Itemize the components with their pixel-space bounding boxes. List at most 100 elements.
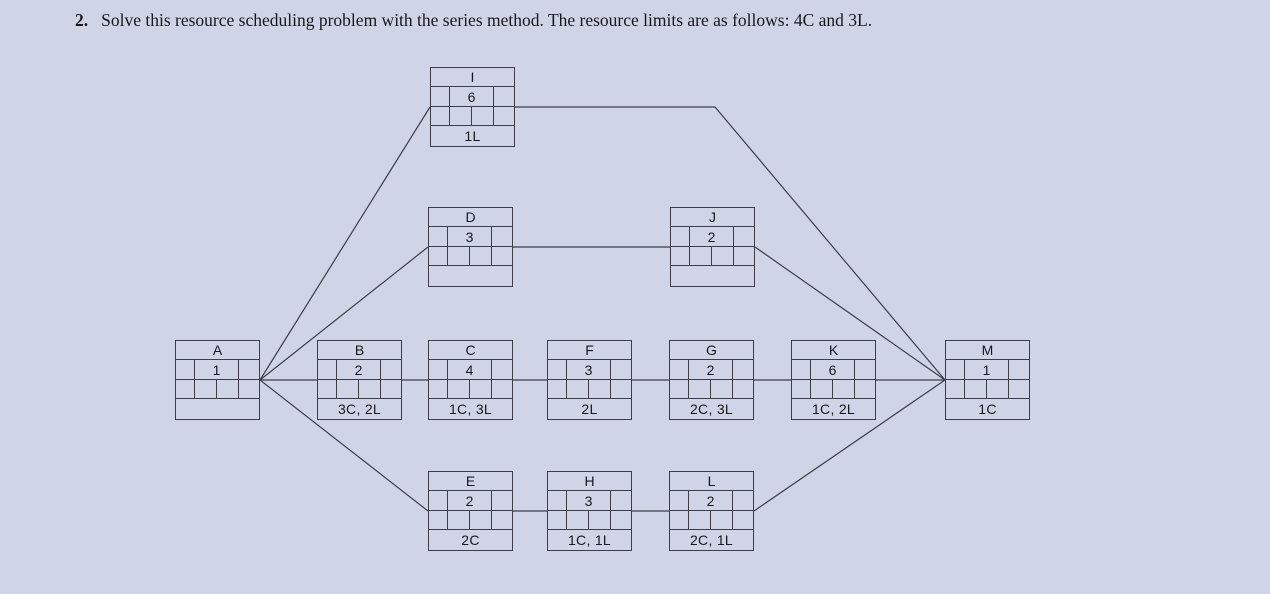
activity-resources: 2L — [581, 401, 598, 417]
activity-resources: 1L — [464, 128, 481, 144]
grid-cell — [492, 247, 512, 265]
grid-cell — [176, 360, 196, 379]
grid-cell — [492, 380, 512, 398]
grid-cell — [239, 380, 259, 398]
grid-cell — [431, 87, 451, 106]
grid-cell — [792, 380, 812, 398]
duration-row: 4 — [429, 360, 512, 380]
activity-name: L — [670, 472, 753, 491]
duration-row: 2 — [670, 491, 753, 511]
grid-cell — [711, 511, 734, 529]
grid-cell — [855, 380, 875, 398]
grid-cell — [670, 360, 690, 379]
grid-cell — [670, 491, 690, 510]
grid-cell — [217, 380, 240, 398]
grid-cell — [733, 491, 753, 510]
grid-cell — [318, 360, 338, 379]
grid-cell — [733, 380, 753, 398]
problem-number: 2. — [75, 10, 89, 30]
activity-resources: 1C — [978, 401, 997, 417]
duration-row: 1 — [946, 360, 1029, 380]
duration-row: 2 — [318, 360, 401, 380]
activity-duration: 2 — [689, 491, 734, 510]
grid-cell — [567, 511, 590, 529]
grid-cell — [965, 380, 988, 398]
activity-duration: 3 — [567, 491, 612, 510]
grid-cell — [733, 360, 753, 379]
grid-cell — [611, 360, 631, 379]
duration-row: 2 — [671, 227, 754, 247]
grid-cell — [1009, 380, 1029, 398]
activity-resources: 2C — [461, 532, 480, 548]
grid-cell — [337, 380, 360, 398]
grid-cell — [429, 511, 449, 529]
schedule-row — [671, 247, 754, 266]
grid-cell — [492, 360, 512, 379]
grid-cell — [855, 360, 875, 379]
grid-cell — [472, 107, 495, 125]
activity-duration: 4 — [448, 360, 493, 379]
grid-cell — [429, 491, 449, 510]
grid-cell — [946, 360, 966, 379]
grid-cell — [734, 227, 754, 246]
grid-cell — [670, 511, 690, 529]
schedule-row — [548, 511, 631, 530]
grid-cell — [548, 380, 568, 398]
duration-row: 2 — [429, 491, 512, 511]
grid-cell — [734, 247, 754, 265]
grid-cell — [671, 227, 691, 246]
activity-duration: 2 — [690, 227, 735, 246]
grid-cell — [611, 491, 631, 510]
grid-cell — [611, 511, 631, 529]
problem-text: Solve this resource scheduling problem w… — [101, 10, 873, 30]
grid-cell — [492, 227, 512, 246]
grid-cell — [429, 380, 449, 398]
schedule-row — [176, 380, 259, 399]
grid-cell — [381, 360, 401, 379]
activity-duration: 6 — [811, 360, 856, 379]
grid-cell — [450, 107, 473, 125]
schedule-row — [548, 380, 631, 399]
grid-cell — [811, 380, 834, 398]
grid-cell — [987, 380, 1010, 398]
grid-cell — [448, 511, 471, 529]
activity-name: A — [176, 341, 259, 360]
grid-cell — [176, 380, 196, 398]
duration-row: 6 — [792, 360, 875, 380]
activity-name: G — [670, 341, 753, 360]
grid-cell — [833, 380, 856, 398]
duration-row: 2 — [670, 360, 753, 380]
activity-resources — [176, 399, 259, 419]
grid-cell — [589, 511, 612, 529]
grid-cell — [689, 380, 712, 398]
grid-cell — [492, 511, 512, 529]
grid-cell — [431, 107, 451, 125]
duration-row: 6 — [431, 87, 514, 107]
grid-cell — [195, 380, 218, 398]
grid-cell — [671, 247, 691, 265]
grid-cell — [711, 380, 734, 398]
grid-cell — [429, 360, 449, 379]
duration-row: 3 — [548, 360, 631, 380]
activity-name: J — [671, 208, 754, 227]
grid-cell — [381, 380, 401, 398]
grid-cell — [946, 380, 966, 398]
activity-name: C — [429, 341, 512, 360]
activity-name: K — [792, 341, 875, 360]
grid-cell — [429, 247, 449, 265]
activity-name: I — [431, 68, 514, 87]
duration-row: 3 — [548, 491, 631, 511]
activity-resources — [429, 266, 512, 286]
grid-cell — [494, 107, 514, 125]
schedule-row — [431, 107, 514, 126]
schedule-row — [429, 247, 512, 266]
